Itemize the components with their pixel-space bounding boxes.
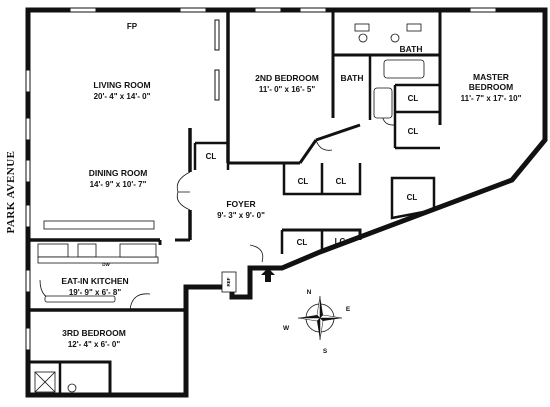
built-in-shelf [43, 220, 155, 230]
foyer-dims: 9'- 3" x 9'- 0" [217, 211, 265, 220]
wall-bed3-south [28, 360, 112, 395]
compass-s-label: S [323, 348, 328, 355]
sink-icon [354, 23, 370, 32]
kitchen-dims: 19'- 9" x 6'- 8" [69, 288, 122, 297]
cooktop-icon [119, 243, 157, 258]
toilet-icon [358, 33, 368, 43]
window [214, 69, 220, 101]
foyer-name: FOYER [226, 199, 255, 209]
closet-label: CL [407, 193, 418, 202]
toilet-icon [390, 33, 400, 43]
dining-room-dims: 14'- 9" x 10'- 7" [90, 180, 147, 189]
refrigerator-icon [221, 271, 237, 293]
wall-foyer-closet [193, 141, 230, 170]
range-icon [37, 243, 69, 258]
wall-hall-closets [282, 163, 362, 196]
door-swing [249, 244, 264, 263]
island-icon [44, 295, 116, 303]
bedroom3-dims: 12'- 4" x 6'- 0" [68, 340, 121, 349]
window [25, 204, 31, 228]
sink-icon [77, 243, 97, 258]
window [254, 7, 282, 13]
window [179, 7, 207, 13]
entry-arrow-icon [261, 268, 275, 282]
compass-rose: N E S W [283, 289, 351, 355]
compass-w-label: W [283, 325, 290, 332]
fixtures [34, 23, 425, 393]
wall-bed2-south [228, 123, 361, 165]
closet-label: CL [297, 238, 308, 247]
master-bedroom-name-1: MASTER [473, 72, 509, 82]
closet-label: CL [336, 177, 347, 186]
bedroom2-name: 2ND BEDROOM [255, 73, 319, 83]
sink-icon [406, 23, 422, 32]
window [25, 159, 31, 183]
toilet-icon [67, 383, 77, 393]
window [25, 269, 31, 293]
window [299, 7, 327, 13]
closet-label: CL [206, 152, 217, 161]
bath-label-upper: BATH [400, 44, 423, 54]
dining-room-name: DINING ROOM [89, 168, 148, 178]
bathtub-icon [373, 87, 393, 119]
bedroom3-name: 3RD BEDROOM [62, 328, 126, 338]
kitchen-name: EAT-IN KITCHEN [61, 276, 128, 286]
closet-label: CL [408, 127, 419, 136]
walls [25, 7, 548, 398]
linen-closet-label: LC [335, 237, 346, 246]
closet-label: CL [298, 177, 309, 186]
master-bedroom-name-2: BEDROOM [469, 82, 513, 92]
window [69, 7, 97, 13]
windows [25, 7, 497, 351]
counter-icon [37, 256, 159, 264]
window [25, 117, 31, 141]
bedroom2-dims: 11'- 0" x 16'- 5" [259, 85, 316, 94]
window [469, 7, 497, 13]
wall-foyer-cl-lc [280, 230, 324, 254]
compass-e-label: E [346, 306, 351, 313]
door-swing [176, 171, 191, 193]
dishwasher-label: DW [102, 262, 110, 267]
bathtub-icon [383, 59, 425, 79]
master-bedroom-dims: 11'- 7" x 17'- 10" [461, 94, 522, 103]
exterior-wall [25, 7, 548, 398]
street-label: PARK AVENUE [5, 150, 17, 233]
window [214, 19, 220, 51]
door-swing [315, 139, 333, 151]
refrigerator-label: REF [226, 277, 231, 286]
door-swing [176, 191, 191, 211]
window [25, 69, 31, 93]
compass-n-label: N [307, 289, 312, 296]
wall-dining-south [158, 238, 190, 245]
window [25, 327, 31, 351]
living-room-name: LIVING ROOM [93, 80, 150, 90]
wall-foyer-south [282, 228, 362, 240]
door-swing [129, 293, 151, 311]
wall-closet-se [390, 176, 436, 220]
fireplace-label: FP [127, 22, 138, 31]
wall-master-closets [393, 83, 440, 150]
bath-label-lower: BATH [341, 73, 364, 83]
closet-label: CL [408, 94, 419, 103]
living-room-dims: 20'- 4" x 14'- 0" [94, 92, 151, 101]
